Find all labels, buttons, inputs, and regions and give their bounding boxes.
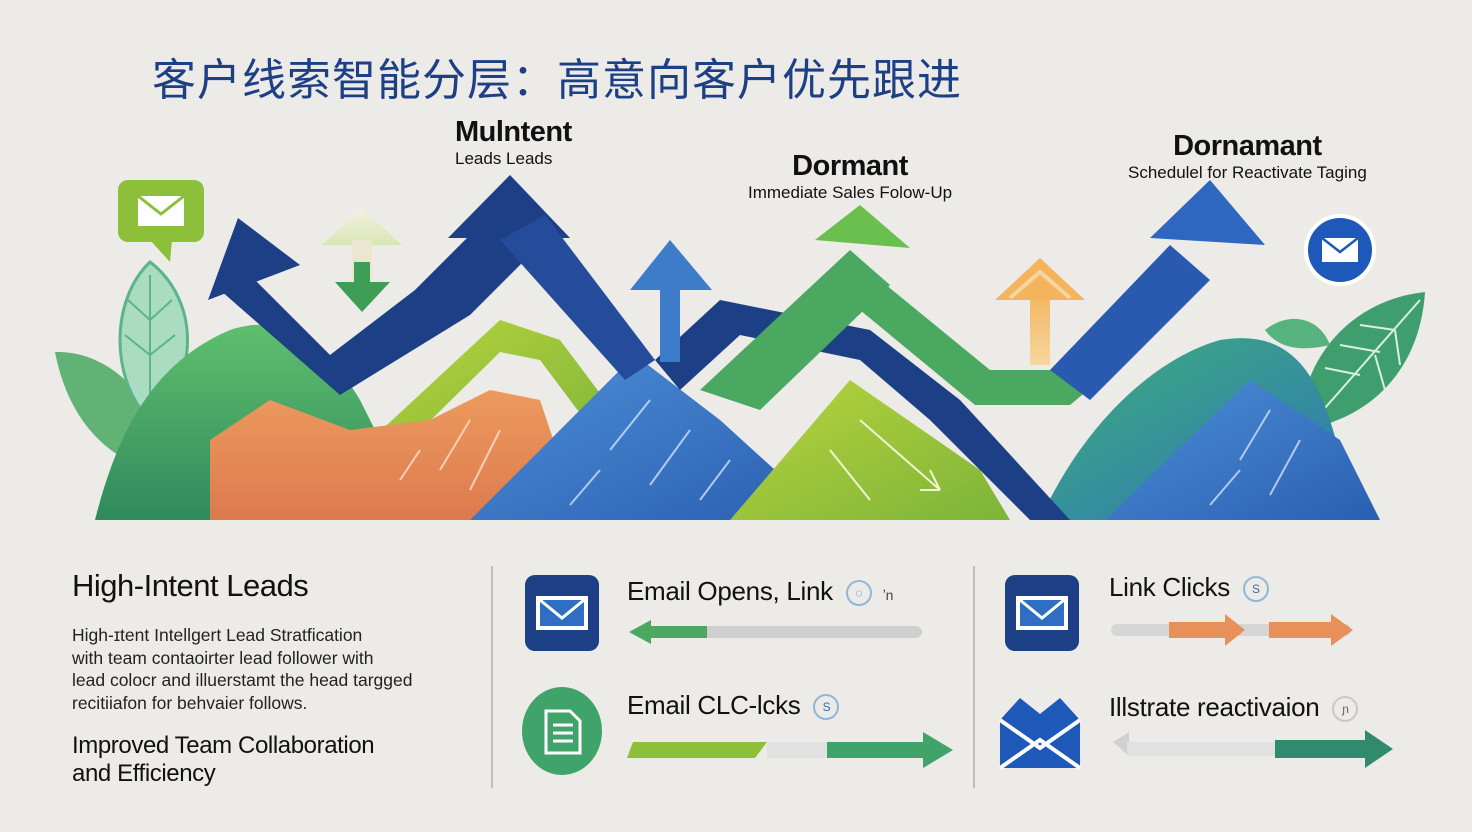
section-subheading: Improved Team Collaboration and Efficien… (72, 732, 472, 788)
column-divider (973, 566, 975, 788)
badge-icon: ɲ (1332, 696, 1359, 723)
feature-label: Link Clicks S (1109, 572, 1269, 603)
feature-label-text: Link Clicks (1109, 572, 1230, 602)
hero-illustration (55, 175, 1425, 520)
refresh-badge-icon: ◌ (845, 580, 872, 607)
hero-label-title: Mulntent (455, 116, 572, 148)
progress-arrows-orange (1111, 614, 1353, 646)
description-line: lead colocr and illuerstamt the head tar… (72, 670, 413, 690)
mail-circle-icon (1304, 214, 1376, 286)
orange-block (210, 390, 580, 520)
feature-label: Email CLC-lcks S (627, 690, 840, 721)
feature-label-text: Illstrate reactivaion (1109, 692, 1320, 722)
open-envelope-icon (998, 698, 1082, 770)
section-description: High-ɪtent Intellgert Lead Stratfication… (72, 624, 472, 714)
feature-label: Illstrate reactivaion ɲ (1109, 692, 1359, 723)
hero-label-subtitle: Immediate Sales Folow-Up (748, 183, 953, 202)
subheading-line: Improved Team Collaboration (72, 732, 375, 759)
description-line: High-ɪtent Intellgert Lead Stratfication (72, 625, 363, 645)
badge-icon: S (813, 694, 840, 721)
feature-label: Email Opens, Link ◌ ʼn (627, 576, 893, 607)
progress-arrow-right (627, 732, 953, 768)
section-heading: High-Intent Leads (72, 568, 309, 603)
mail-chat-bubble-icon (118, 180, 204, 262)
feature-label-text: Email CLC-lcks (627, 690, 801, 720)
progress-arrow-left (629, 620, 922, 644)
navy-zigzag-arrow-left (220, 205, 540, 395)
hero-label-subtitle: Schedulel for Reactivate Taging (1128, 163, 1367, 182)
progress-arrow-teal (1113, 730, 1393, 768)
peach-up-arrow-icon (995, 258, 1085, 365)
hero-label-dornamant: Dornamant Schedulel for Reactivate Tagin… (1128, 130, 1367, 183)
description-line: with team contaoirter lead follower with (72, 647, 374, 668)
navy-arrow-right (1050, 245, 1210, 400)
right-leaf-cluster (1265, 292, 1425, 430)
description-line: recitiiafon for behvaier follows. (72, 692, 308, 713)
blue-mountain-right (1105, 380, 1380, 520)
envelope-icon (1005, 575, 1079, 651)
column-divider (491, 566, 493, 788)
blue-mountain-center (470, 355, 830, 520)
lime-band (360, 320, 620, 470)
feature-label-text: Email Opens, Link (627, 576, 833, 606)
page-title: 客户线索智能分层：高意向客户优先跟进 (152, 55, 962, 106)
cream-up-green-down-arrow-icon (322, 208, 402, 312)
navy-zigzag-arrow-center (500, 215, 655, 380)
hero-label-mulntent: Mulntent Leads Leads (455, 116, 572, 169)
hero-label-title: Dornamant (1173, 130, 1322, 162)
blue-up-arrow-icon (630, 240, 712, 362)
badge-icon: S (1242, 576, 1269, 603)
cursor-badge-icon: ʼn (882, 587, 894, 603)
high-intent-section: High-Intent Leads High-ɪtent Intellgert … (72, 568, 472, 788)
document-icon (522, 687, 602, 775)
hero-label-subtitle: Leads Leads (455, 149, 553, 168)
green-arrow-center (700, 250, 890, 410)
envelope-icon (525, 575, 599, 651)
hero-label-title: Dormant (792, 150, 908, 182)
subheading-line: and Efficiency (72, 760, 216, 787)
lime-mountain (730, 380, 1010, 520)
hero-label-dormant: Dormant Immediate Sales Folow-Up (748, 150, 952, 203)
